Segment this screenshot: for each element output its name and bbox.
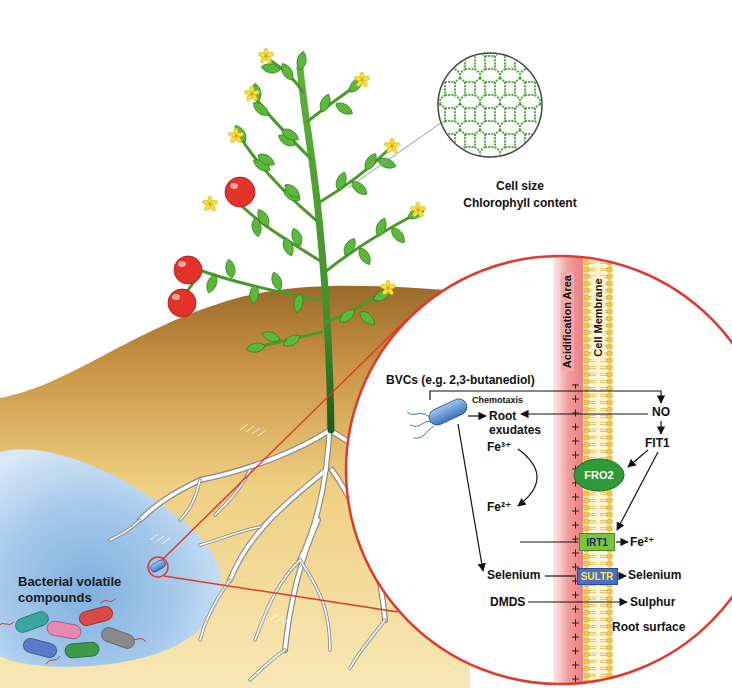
surface-label: Root surface	[612, 620, 685, 634]
element-label: Sulphur	[630, 595, 675, 609]
element-label: Selenium	[487, 568, 540, 582]
molecule-label: NO	[652, 405, 670, 419]
band-label: Acidification Area	[561, 272, 574, 371]
compound-label: Root exudates	[489, 409, 551, 437]
compound-label: BVCs (e.g. 2,3-butanediol)	[386, 373, 535, 387]
zoom-caption: Chlorophyll content	[440, 196, 600, 210]
element-label: Selenium	[628, 568, 681, 582]
ion-label: Fe³⁺	[487, 440, 511, 454]
protein-ellipse: FRO2	[573, 458, 625, 492]
node-text: IRT1	[586, 537, 608, 548]
ion-label: Fe²⁺	[487, 500, 511, 514]
compound-label: DMDS	[490, 595, 525, 609]
node-text: FRO2	[584, 469, 613, 481]
node-text: SULTR	[581, 571, 614, 582]
transporter-box: IRT1	[579, 533, 615, 551]
zoom-caption: Cell size	[440, 179, 600, 193]
band-label: Cell Membrane	[591, 276, 604, 360]
process-label: Chemotaxis	[472, 395, 523, 406]
transporter-box: SULTR	[577, 568, 618, 585]
ion-label: Fe²⁺	[630, 535, 654, 549]
gene-label: FIT1	[645, 436, 670, 450]
region-label: Bacterial volatile compounds	[18, 574, 158, 606]
